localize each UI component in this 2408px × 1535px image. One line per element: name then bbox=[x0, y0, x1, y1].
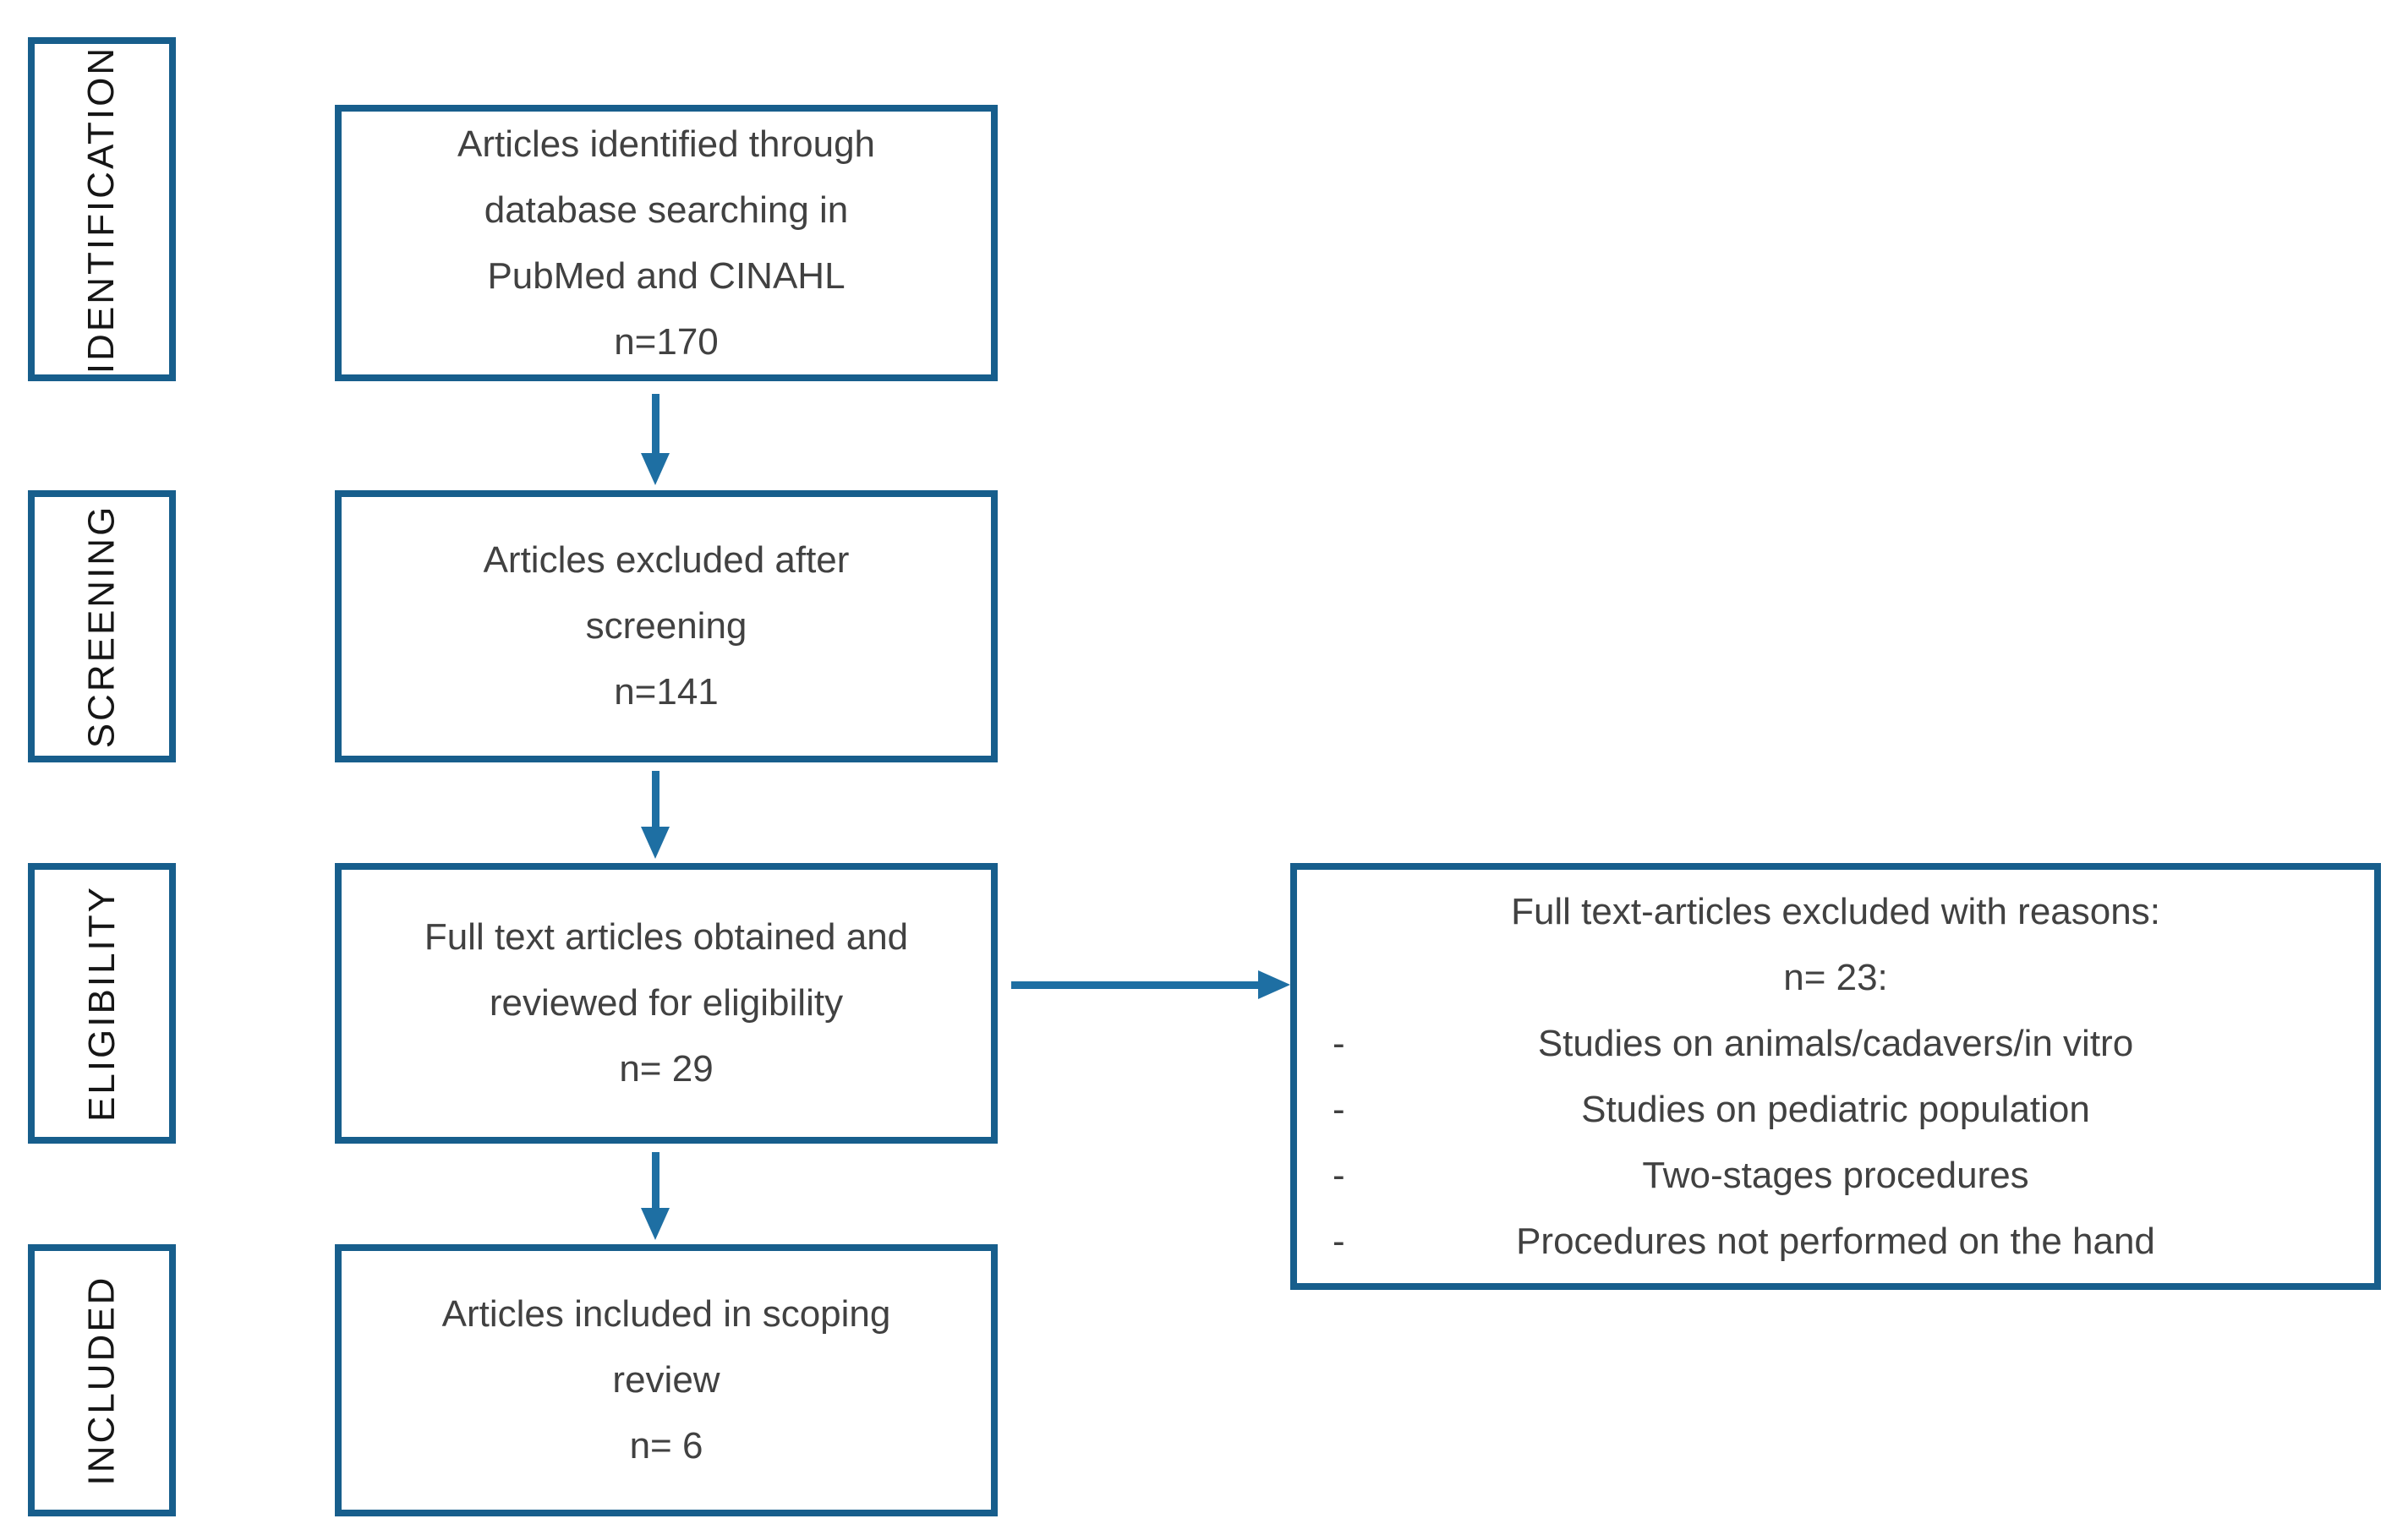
box-text-line: Articles included in scoping bbox=[441, 1293, 891, 1335]
right-arrow-head-icon bbox=[1258, 970, 1290, 999]
exclusion-title: Full text-articles excluded with reasons… bbox=[1511, 890, 2160, 932]
flow-box-full-text-excluded: Full text-articles excluded with reasons… bbox=[1290, 863, 2381, 1290]
down-arrow-shaft-screening-to-eligibility bbox=[652, 771, 659, 828]
bullet-dash: - bbox=[1333, 1022, 1345, 1064]
stage-box-eligibility: ELIGIBILITY bbox=[28, 863, 176, 1144]
box-text-line: PubMed and CINAHL bbox=[487, 254, 846, 297]
box-count: n= 29 bbox=[619, 1048, 714, 1090]
stage-label-identification: IDENTIFICATION bbox=[80, 45, 123, 374]
box-text-line: database searching in bbox=[484, 188, 849, 231]
box-count: n= 6 bbox=[629, 1425, 703, 1467]
stage-box-included: INCLUDED bbox=[28, 1244, 176, 1516]
exclusion-reason-row: - Two-stages procedures bbox=[1297, 1143, 2374, 1209]
exclusion-reason-text: Procedures not performed on the hand bbox=[1516, 1220, 2155, 1262]
box-text-line: review bbox=[612, 1359, 720, 1401]
box-text-line: Articles excluded after bbox=[483, 539, 850, 581]
exclusion-count: n= 23: bbox=[1783, 956, 1888, 998]
bullet-dash: - bbox=[1333, 1088, 1345, 1130]
exclusion-reason-row: - Studies on animals/cadavers/in vitro bbox=[1297, 1011, 2374, 1077]
stage-label-eligibility: ELIGIBILITY bbox=[80, 885, 123, 1122]
exclusion-reason-row: - Procedures not performed on the hand bbox=[1297, 1209, 2374, 1275]
box-text-line: reviewed for eligibility bbox=[489, 982, 844, 1024]
exclusion-reason-text: Two-stages procedures bbox=[1642, 1154, 2029, 1196]
exclusion-reason-text: Studies on pediatric population bbox=[1581, 1088, 2090, 1130]
down-arrow-head-icon bbox=[641, 827, 670, 859]
flow-box-articles-excluded-screening: Articles excluded after screening n=141 bbox=[335, 490, 998, 762]
box-text-line: screening bbox=[585, 605, 747, 647]
stage-label-included: INCLUDED bbox=[80, 1275, 123, 1486]
box-text-line: Full text articles obtained and bbox=[424, 916, 909, 958]
down-arrow-head-icon bbox=[641, 1208, 670, 1240]
flow-box-articles-included: Articles included in scoping review n= 6 bbox=[335, 1244, 998, 1516]
down-arrow-head-icon bbox=[641, 453, 670, 485]
box-text-line: Articles identified through bbox=[457, 123, 876, 165]
exclusion-reason-text: Studies on animals/cadavers/in vitro bbox=[1537, 1022, 2134, 1064]
bullet-dash: - bbox=[1333, 1154, 1345, 1196]
stage-box-identification: IDENTIFICATION bbox=[28, 37, 176, 381]
box-count: n=170 bbox=[614, 320, 719, 363]
stage-box-screening: SCREENING bbox=[28, 490, 176, 762]
down-arrow-shaft-eligibility-to-included bbox=[652, 1152, 659, 1210]
exclusion-reason-row: - Studies on pediatric population bbox=[1297, 1077, 2374, 1143]
down-arrow-shaft-identification-to-screening bbox=[652, 394, 659, 455]
right-arrow-shaft-eligibility-to-excluded bbox=[1011, 981, 1261, 989]
stage-label-screening: SCREENING bbox=[80, 504, 123, 749]
flow-box-articles-identified: Articles identified through database sea… bbox=[335, 105, 998, 381]
bullet-dash: - bbox=[1333, 1220, 1345, 1262]
flow-box-full-text-reviewed: Full text articles obtained and reviewed… bbox=[335, 863, 998, 1144]
box-count: n=141 bbox=[614, 671, 719, 713]
